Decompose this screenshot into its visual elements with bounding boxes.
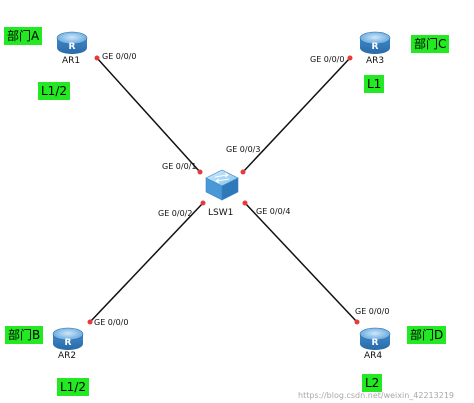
- dept-tag-d: 部门D: [407, 326, 447, 344]
- device-label-ar4: AR4: [364, 351, 383, 361]
- dept-tag-c: 部门C: [411, 35, 450, 53]
- router-icon[interactable]: R: [359, 327, 391, 350]
- port-dot-ar1: [94, 55, 100, 61]
- device-label-lsw1: LSW1: [208, 208, 234, 218]
- device-label-ar2: AR2: [58, 351, 77, 361]
- level-tag-ar2: L1/2: [57, 378, 89, 396]
- link-ar2-lsw1: [89, 202, 204, 323]
- device-label-ar1: AR1: [62, 56, 81, 66]
- router-icon[interactable]: R: [359, 31, 391, 54]
- port-dot-lsw1-g002: [200, 200, 206, 206]
- port-dot-lsw1-g001: [197, 169, 203, 175]
- switch-icon[interactable]: [205, 169, 239, 201]
- link-ar4-lsw1: [244, 202, 358, 323]
- port-label-lsw1-g004: GE 0/0/4: [256, 207, 291, 216]
- dept-tag-b: 部门B: [5, 326, 44, 344]
- router-icon[interactable]: R: [56, 31, 88, 54]
- dept-tag-a: 部门A: [4, 27, 43, 45]
- router-icon[interactable]: R: [52, 327, 84, 350]
- port-label-ar2-g000: GE 0/0/0: [94, 318, 129, 327]
- link-ar3-lsw1: [242, 57, 351, 173]
- link-ar1-lsw1: [96, 57, 201, 173]
- port-dot-ar3: [347, 55, 353, 61]
- svg-text:R: R: [372, 338, 379, 348]
- device-label-ar3: AR3: [366, 56, 385, 66]
- port-label-ar3-g000: GE 0/0/0: [310, 55, 345, 64]
- svg-text:R: R: [65, 338, 72, 348]
- level-tag-ar3: L1: [364, 75, 385, 93]
- port-label-ar1-g000: GE 0/0/0: [102, 52, 137, 61]
- port-label-lsw1-g003: GE 0/0/3: [226, 145, 261, 154]
- level-tag-ar4: L2: [362, 374, 383, 392]
- port-label-lsw1-g001: GE 0/0/1: [162, 162, 197, 171]
- svg-text:R: R: [69, 42, 76, 52]
- level-tag-ar1: L1/2: [38, 82, 70, 100]
- port-dot-lsw1-g004: [242, 200, 248, 206]
- port-dot-ar2: [87, 319, 93, 325]
- port-dot-lsw1-g003: [240, 169, 246, 175]
- port-label-lsw1-g002: GE 0/0/2: [158, 209, 193, 218]
- port-dot-ar4: [354, 319, 360, 325]
- port-label-ar4-g000: GE 0/0/0: [355, 307, 390, 316]
- svg-text:R: R: [372, 42, 379, 52]
- watermark: https://blog.csdn.net/weixin_42213219: [298, 391, 455, 400]
